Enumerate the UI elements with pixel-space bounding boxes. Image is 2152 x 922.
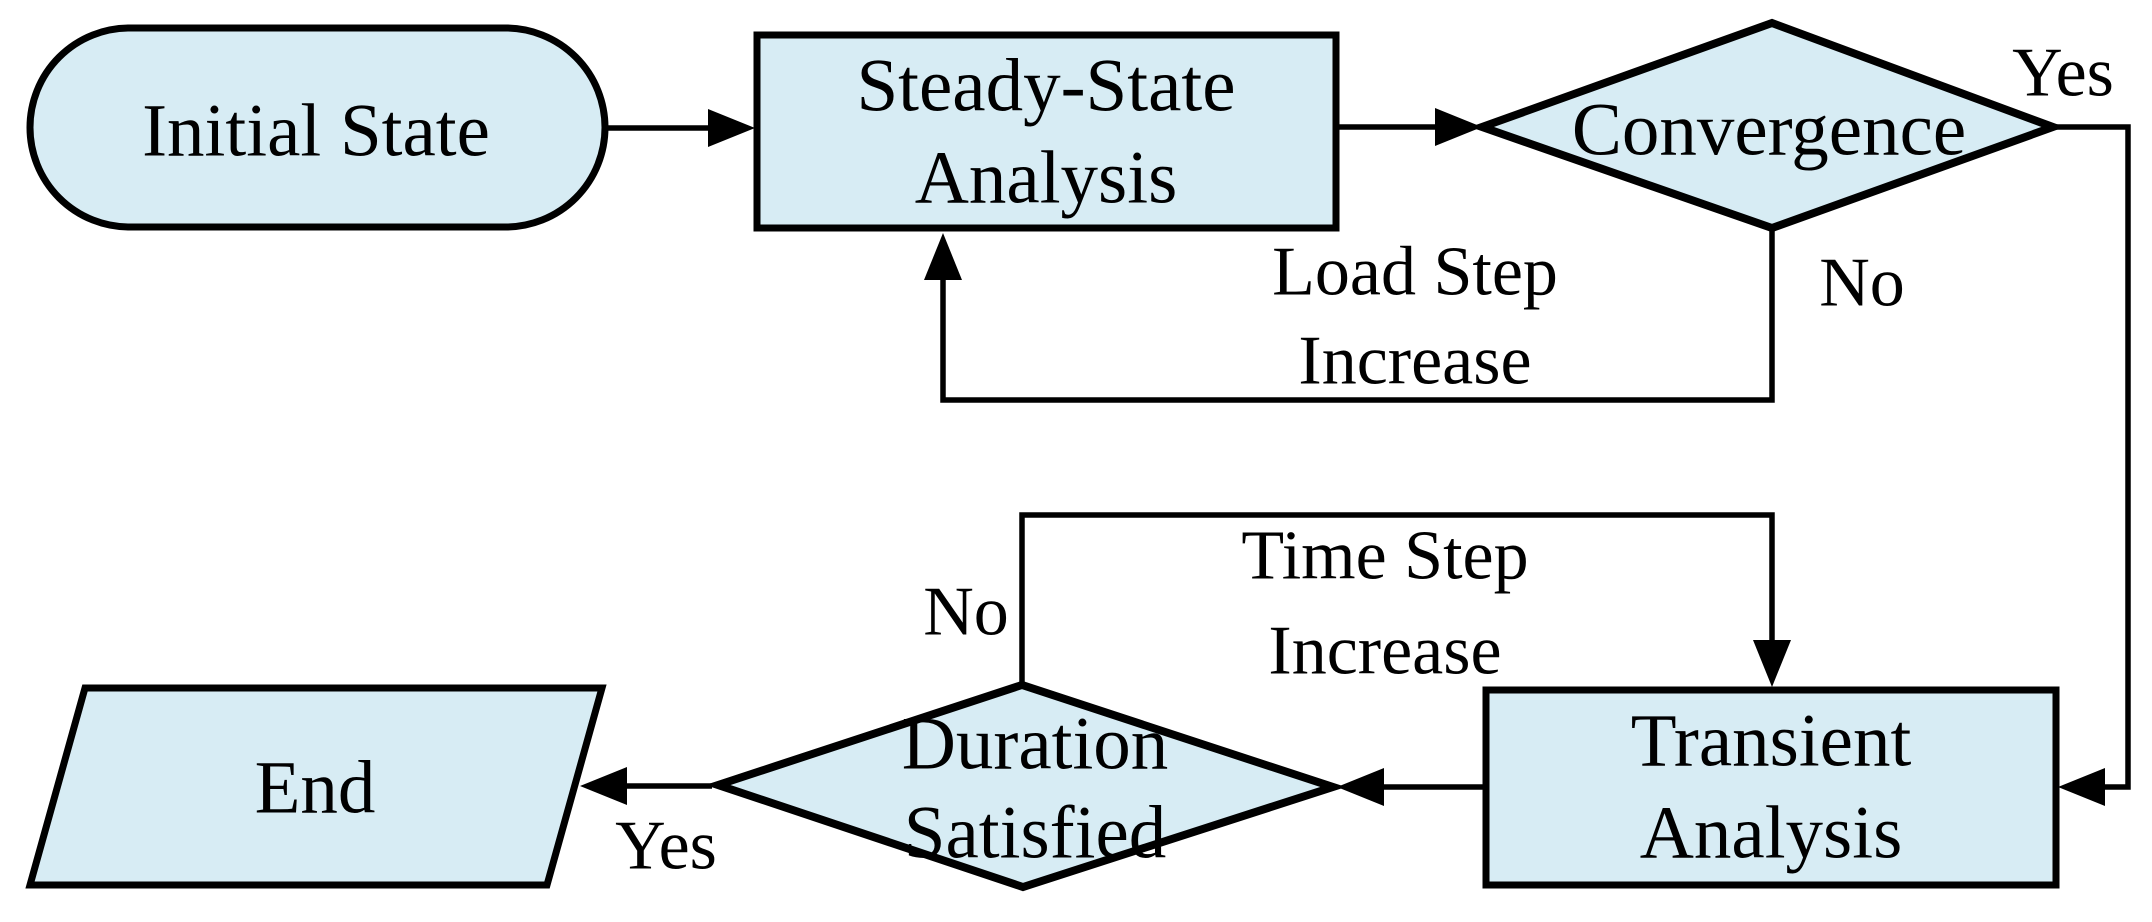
label-time-step-line1: Time Step xyxy=(1241,518,1528,595)
label-convergence-no: No xyxy=(1819,245,1905,322)
label-time-step-line2: Increase xyxy=(1268,613,1501,690)
transient-label-line1: Transient xyxy=(1631,700,1912,783)
duration-label-line2: Satisfied xyxy=(904,792,1166,875)
node-initial-state: Initial State xyxy=(26,24,609,231)
arrowhead-right-icon xyxy=(708,109,755,147)
duration-label-line1: Duration xyxy=(902,703,1169,786)
node-duration-satisfied: Duration Satisfied xyxy=(705,680,1346,892)
arrowhead-left-icon xyxy=(2058,768,2105,806)
arrowhead-left-icon xyxy=(1337,768,1384,806)
initial-state-shape xyxy=(26,24,609,231)
steady-state-label-line1: Steady-State xyxy=(856,45,1235,128)
transient-label-line2: Analysis xyxy=(1640,792,1903,875)
node-transient-analysis: Transient Analysis xyxy=(1482,686,2060,889)
steady-state-shape xyxy=(753,31,1340,232)
arrowhead-up-icon xyxy=(924,233,962,280)
label-duration-yes: Yes xyxy=(615,808,717,885)
duration-shape xyxy=(705,680,1346,892)
steady-state-label-line2: Analysis xyxy=(915,137,1178,220)
node-steady-state-analysis: Steady-State Analysis xyxy=(753,31,1340,232)
convergence-shape xyxy=(1469,18,2065,233)
label-load-step-line2: Increase xyxy=(1298,323,1531,400)
edge-convergence-no-load-loop xyxy=(924,228,1775,403)
edge-line xyxy=(1019,512,1775,685)
label-duration-no: No xyxy=(923,574,1009,651)
arrowhead-right-icon xyxy=(1435,108,1482,146)
transient-shape xyxy=(1482,686,2060,889)
end-shape xyxy=(25,684,607,889)
convergence-label: Convergence xyxy=(1572,89,1966,172)
edge-steady-to-convergence xyxy=(1338,108,1482,146)
arrowhead-left-icon xyxy=(580,767,627,805)
label-convergence-yes: Yes xyxy=(2012,35,2114,112)
initial-state-label: Initial State xyxy=(142,90,490,173)
edge-transient-to-duration xyxy=(1337,768,1483,806)
label-load-step-line1: Load Step xyxy=(1272,234,1558,311)
edge-line xyxy=(2053,124,2131,790)
edge-duration-yes-to-end xyxy=(580,767,712,805)
edge-convergence-yes-to-transient xyxy=(2053,124,2131,806)
node-convergence: Convergence xyxy=(1469,18,2065,233)
edge-line xyxy=(940,228,1775,403)
arrowhead-down-icon xyxy=(1753,640,1791,687)
edge-duration-no-time-loop xyxy=(1019,512,1791,687)
node-end: End xyxy=(25,684,607,889)
end-label: End xyxy=(255,747,376,830)
edge-initial-to-steady xyxy=(605,109,755,147)
